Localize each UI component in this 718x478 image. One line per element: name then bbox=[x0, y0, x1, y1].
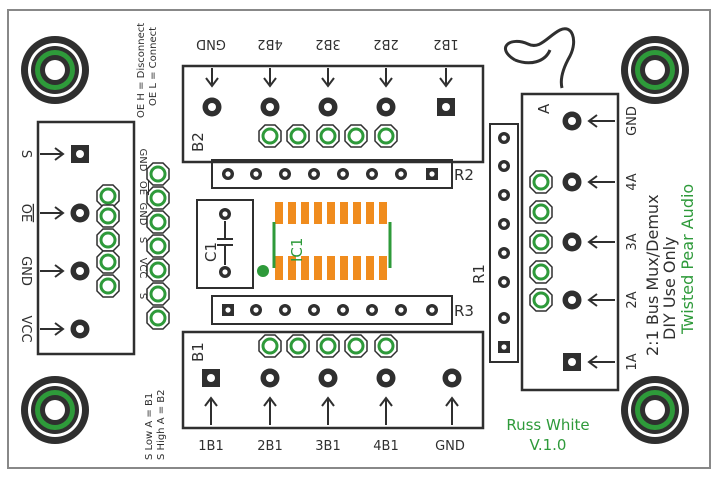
b2-label-5: 1B2 bbox=[433, 36, 458, 51]
mounting-hole-top-right bbox=[621, 36, 689, 104]
b1-ref-label: B1 bbox=[189, 342, 207, 362]
a-ref-label: A bbox=[535, 103, 553, 114]
control-connector-outline bbox=[36, 120, 136, 356]
a-pad-1a bbox=[563, 353, 581, 371]
b2-pad-2b2 bbox=[376, 97, 396, 117]
header-label-4: S bbox=[137, 237, 148, 243]
ctrl-label-3: GND bbox=[18, 256, 33, 286]
r1-outline bbox=[489, 123, 519, 363]
note-s-high: S High A = B2 bbox=[156, 390, 167, 461]
b2-pad-4b2 bbox=[260, 97, 280, 117]
r3-outline bbox=[211, 295, 453, 325]
b2-label-4: 2B2 bbox=[373, 36, 398, 51]
c1-ref-label: C1 bbox=[202, 242, 220, 262]
b2-label-1: GND bbox=[196, 36, 226, 51]
b2-pad-3b2 bbox=[318, 97, 338, 117]
b1-label-3: 3B1 bbox=[315, 439, 340, 454]
ic1-top-pads bbox=[275, 202, 387, 224]
ctrl-header-pads bbox=[95, 183, 121, 299]
mounting-hole-top-left bbox=[21, 36, 89, 104]
b2-label-3: 3B2 bbox=[315, 36, 340, 51]
product-subtitle: DIY Use Only bbox=[660, 236, 679, 340]
note-s-low: S Low A = B1 bbox=[144, 393, 155, 460]
header-label-6: S bbox=[137, 293, 148, 299]
c1-outline bbox=[196, 199, 254, 289]
a-label-2: 4A bbox=[625, 173, 640, 190]
r3-ref-label: R3 bbox=[454, 302, 474, 320]
b2-arrows bbox=[205, 68, 453, 88]
maker-label: Twisted Pear Audio bbox=[678, 184, 697, 335]
r2-outline bbox=[211, 159, 453, 189]
mounting-hole-bottom-left bbox=[21, 376, 89, 444]
ic1-pin1-dot bbox=[257, 265, 269, 277]
ctrl-pad-vcc bbox=[70, 319, 90, 339]
r1-ref-label: R1 bbox=[470, 264, 488, 284]
b2-connector-outline bbox=[181, 64, 485, 164]
b1-label-4: 4B1 bbox=[373, 439, 398, 454]
ctrl-pad-s bbox=[71, 145, 89, 163]
b1-label-5: GND bbox=[435, 439, 465, 454]
a-label-5: 1A bbox=[625, 353, 640, 370]
a-pad-4a bbox=[562, 172, 582, 192]
header-label-5: VCC bbox=[137, 258, 148, 279]
note-oe-high: OE H = Disconnect bbox=[136, 23, 147, 118]
a-label-4: 2A bbox=[625, 291, 640, 308]
ctrl-label-4: VCC bbox=[18, 315, 33, 342]
b1-label-1: 1B1 bbox=[198, 439, 223, 454]
b1-label-2: 2B1 bbox=[257, 439, 282, 454]
ic1-ref-label: IC1 bbox=[288, 238, 306, 262]
ctrl-pad-gnd bbox=[70, 261, 90, 281]
c1-pad-1 bbox=[219, 208, 231, 220]
header-label-1: GND bbox=[137, 149, 148, 172]
ctrl-pad-oe bbox=[70, 203, 90, 223]
c1-symbol bbox=[217, 221, 233, 265]
b2-pad-1b2 bbox=[437, 98, 455, 116]
a-arrows bbox=[587, 114, 615, 369]
b1-pad-4b1 bbox=[376, 368, 396, 388]
b1-pad-gnd bbox=[442, 368, 462, 388]
version-label: V.1.0 bbox=[530, 436, 567, 454]
a-label-3: 3A bbox=[625, 233, 640, 250]
ctrl-label-2: OE bbox=[18, 204, 33, 222]
note-oe-low: OE L = Connect bbox=[148, 27, 159, 106]
ctrl-label-1: S bbox=[18, 150, 33, 158]
header-label-3: GND bbox=[137, 203, 148, 226]
b1-connector-outline bbox=[181, 330, 485, 430]
a-connector-outline bbox=[520, 92, 620, 392]
mounting-hole-bottom-right bbox=[621, 376, 689, 444]
b1-pad-2b1 bbox=[260, 368, 280, 388]
ic1-bottom-pads bbox=[275, 256, 387, 280]
header-label-2: OE bbox=[137, 181, 148, 195]
r2-ref-label: R2 bbox=[454, 166, 474, 184]
ctrl-arrows bbox=[40, 147, 65, 336]
b1-arrows bbox=[204, 396, 459, 425]
a-label-1: GND bbox=[625, 106, 640, 136]
b1-pad-1b1 bbox=[202, 369, 220, 387]
product-title: 2:1 Bus Mux/Demux bbox=[643, 194, 662, 356]
b1-pad-3b1 bbox=[318, 368, 338, 388]
logo-mark bbox=[504, 27, 576, 89]
b2-pad-gnd bbox=[202, 97, 222, 117]
b2-ref-label: B2 bbox=[189, 132, 207, 152]
a-pad-3a bbox=[562, 232, 582, 252]
c1-pad-2 bbox=[219, 266, 231, 278]
a-pad-gnd bbox=[562, 111, 582, 131]
a-pad-2a bbox=[562, 290, 582, 310]
b2-label-2: 4B2 bbox=[257, 36, 282, 51]
author-label: Russ White bbox=[506, 416, 589, 434]
